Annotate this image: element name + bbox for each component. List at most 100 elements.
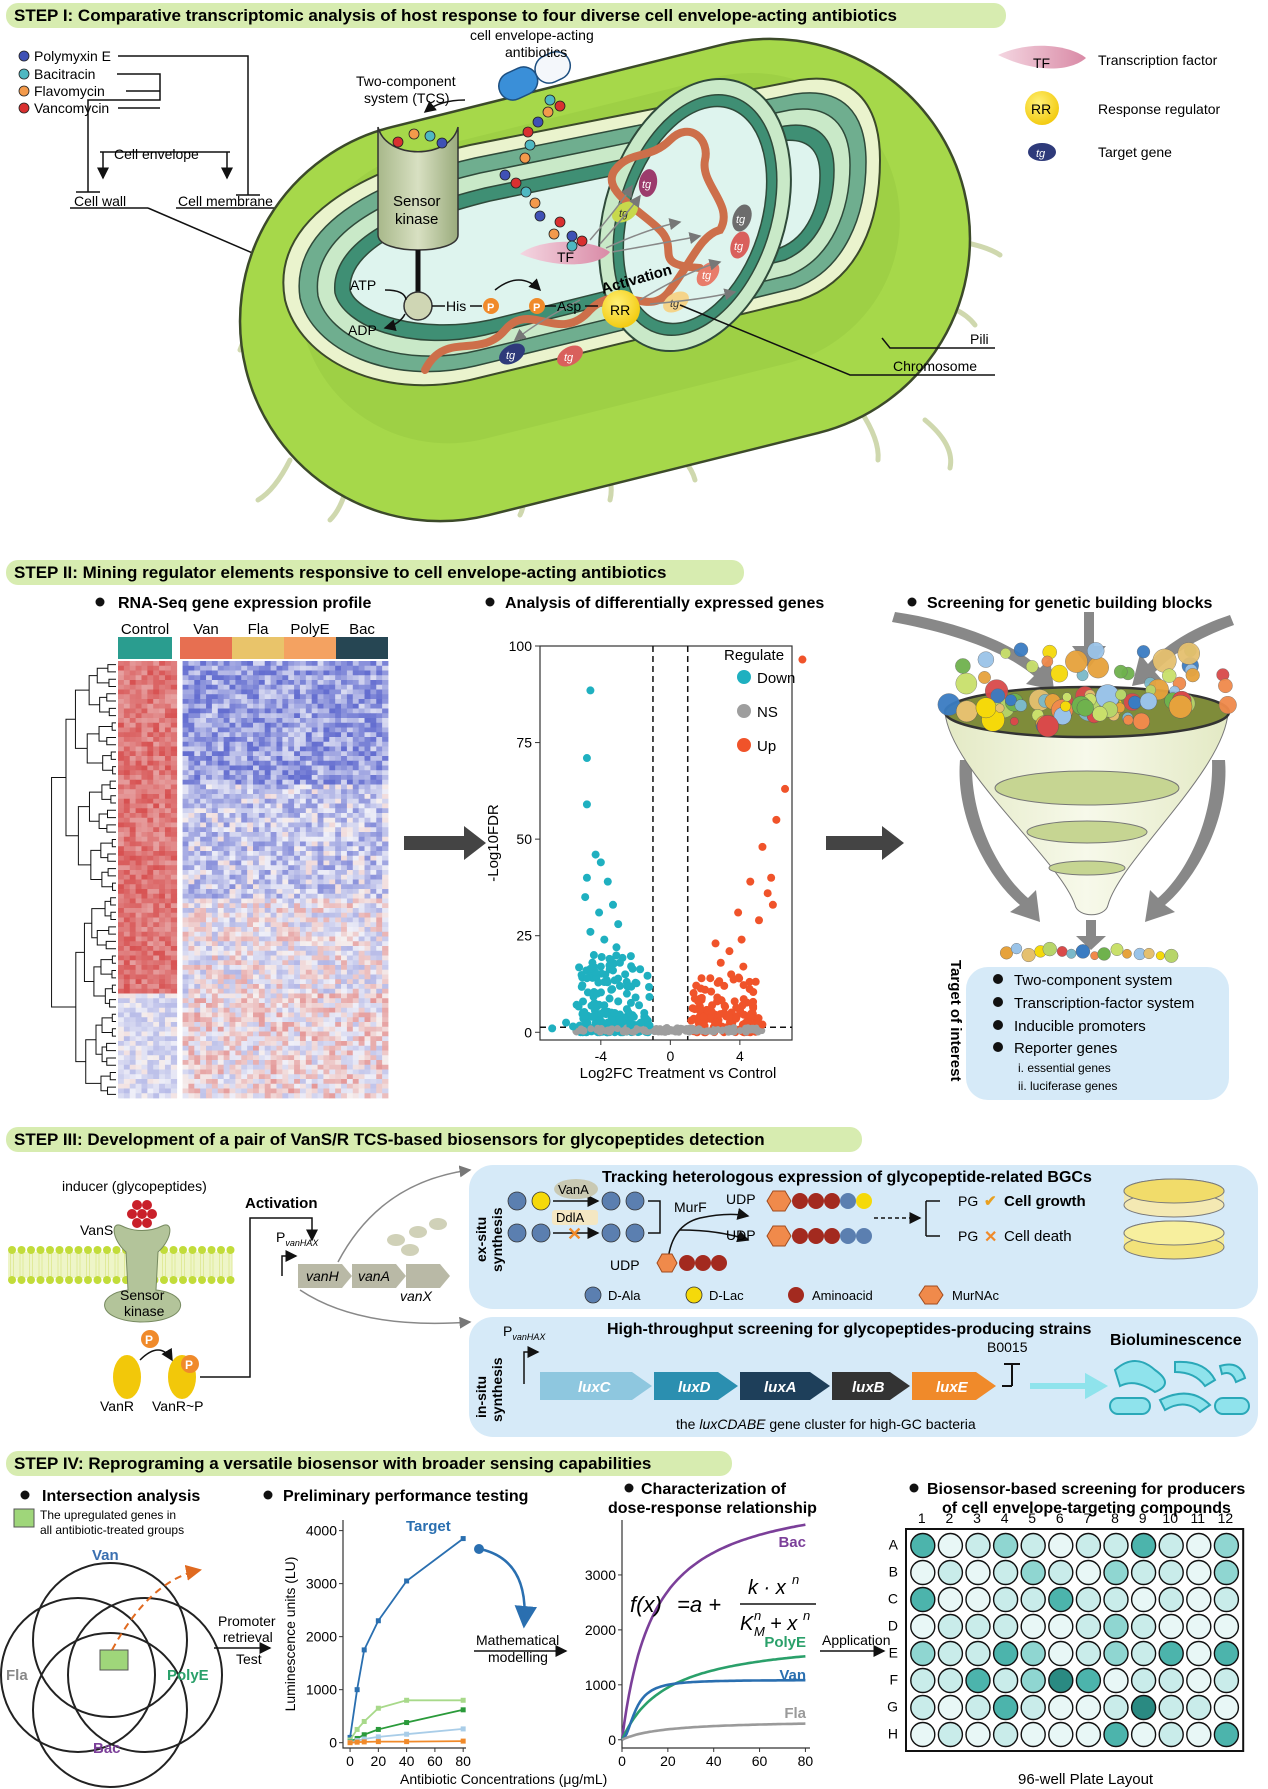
- volcano-point-down: [628, 964, 637, 973]
- legend-tf-label: Transcription factor: [1098, 52, 1218, 68]
- volcano-point-down: [617, 1016, 626, 1025]
- volcano-point-down: [621, 970, 630, 979]
- plate-well: [992, 1613, 1019, 1640]
- perf-point: [347, 1740, 353, 1746]
- adp-label: ADP: [348, 322, 377, 338]
- volcano-point-down: [597, 1017, 606, 1026]
- dose-xtick-label: 60: [752, 1753, 768, 1769]
- volcano-legend-swatch: [737, 670, 751, 684]
- volcano-point-up: [711, 939, 720, 948]
- volcano-ytick-label: 50: [516, 831, 532, 847]
- volcano-point-down: [603, 877, 612, 886]
- plate-well: [1186, 1694, 1212, 1721]
- plate-well: [1075, 1559, 1102, 1586]
- plate-well: [1020, 1667, 1046, 1694]
- step4-title: STEP IV: Reprograming a versatile biosen…: [14, 1454, 651, 1473]
- perf-point: [375, 1726, 381, 1732]
- volcano-point-down: [608, 966, 617, 975]
- perf-point: [460, 1536, 466, 1542]
- plate-well: [1213, 1586, 1240, 1613]
- plate-well: [1103, 1640, 1129, 1667]
- antibiotic-particles: [499, 94, 588, 252]
- venn-heading: Intersection analysis: [42, 1488, 200, 1505]
- plate-well: [1213, 1721, 1240, 1748]
- plate-well: [1158, 1586, 1184, 1613]
- step2-title: STEP II: Mining regulator elements respo…: [14, 563, 666, 582]
- step3-title: STEP III: Development of a pair of VanS/…: [14, 1130, 765, 1149]
- plate-well: [1130, 1721, 1157, 1748]
- volcano-heading: Analysis of differentially expressed gen…: [505, 595, 824, 612]
- plate-well: [910, 1694, 936, 1721]
- volcano-point-ns: [709, 1027, 718, 1036]
- perf-point: [404, 1697, 410, 1703]
- svg-text:P: P: [533, 302, 540, 314]
- plate-well: [1075, 1613, 1102, 1640]
- volcano-frame: [539, 645, 793, 1041]
- plate-well: [937, 1613, 964, 1640]
- target-item-4: Reporter genes: [1014, 1040, 1117, 1057]
- perf-point: [404, 1739, 410, 1745]
- venn-intersection: [99, 1649, 129, 1671]
- plate-row-label: C: [888, 1591, 898, 1607]
- step1-panel: STEP I: Comparative transcriptomic analy…: [6, 3, 1221, 523]
- vans-sensor-label-1: Sensor: [120, 1287, 165, 1303]
- volcano-point-up: [798, 655, 807, 664]
- plate-col-label: 8: [1111, 1510, 1119, 1526]
- plate-well: [1186, 1640, 1212, 1667]
- plate-col-label: 11: [1191, 1510, 1206, 1526]
- dose-series-label: Bac: [778, 1534, 806, 1551]
- perf-point: [404, 1731, 410, 1737]
- kinase-domain: [403, 291, 433, 321]
- volcano-point-up: [715, 977, 724, 986]
- tf-label: TF: [557, 249, 574, 265]
- svg-text:tg: tg: [642, 179, 652, 191]
- venn-fla-label: Fla: [6, 1667, 28, 1684]
- heatmap-group-label: Control: [121, 621, 169, 638]
- glycopeptide-cluster: [127, 1200, 157, 1228]
- step1-title-banner: [6, 3, 1006, 28]
- volcano-legend-title: Regulate: [724, 647, 784, 664]
- heatmap-group-bar: [284, 637, 336, 659]
- volcano-point-down: [583, 988, 592, 997]
- shared-x-label: Antibiotic Concentrations (μg/mL): [400, 1771, 607, 1787]
- volcano-point-up: [716, 958, 725, 967]
- flow-arrow-1: [404, 826, 486, 860]
- plate-well: [1186, 1532, 1212, 1559]
- volcano-point-down: [615, 958, 624, 967]
- plate-row-label: F: [889, 1672, 898, 1688]
- volcano-point-down: [614, 997, 623, 1006]
- volcano-point-up: [697, 974, 706, 983]
- dose-ytick-label: 2000: [585, 1622, 616, 1638]
- perf-xtick-label: 80: [455, 1753, 471, 1769]
- volcano-point-up: [708, 1001, 717, 1010]
- ddla-label: DdlA: [556, 1210, 585, 1225]
- step4-title-banner: [6, 1451, 732, 1476]
- plate-well: [1048, 1613, 1074, 1640]
- plate-well: [1048, 1586, 1074, 1613]
- perf-point: [361, 1718, 367, 1724]
- plate-well: [1130, 1559, 1157, 1586]
- flavomycin-label: Flavomycin: [34, 83, 105, 99]
- cell-death-label: Cell death: [1004, 1228, 1072, 1245]
- volcano-point-up: [707, 1007, 716, 1016]
- chromosome-label: Chromosome: [893, 358, 977, 374]
- legend-tg-label: Target gene: [1098, 144, 1172, 160]
- volcano-point-up: [730, 997, 739, 1006]
- plate-well: [992, 1559, 1019, 1586]
- volcano-point-down: [607, 985, 616, 994]
- screening-funnel: [892, 612, 1237, 963]
- volcano-point-ns: [719, 1026, 727, 1034]
- volcano-legend-swatch: [737, 704, 751, 718]
- plate-well: [992, 1640, 1019, 1667]
- plate-well: [1020, 1559, 1046, 1586]
- volcano-point-up: [725, 947, 734, 956]
- volcano-point-ns: [597, 1025, 605, 1033]
- volcano-point-up: [767, 873, 776, 882]
- dose-ytick-label: 0: [608, 1732, 616, 1748]
- venn-polye-label: PolyE: [167, 1667, 209, 1684]
- volcano-point-down: [626, 952, 635, 961]
- plate-well: [1020, 1532, 1046, 1559]
- volcano-legend-label: Up: [757, 738, 776, 755]
- polymyxin-dot: [18, 50, 30, 62]
